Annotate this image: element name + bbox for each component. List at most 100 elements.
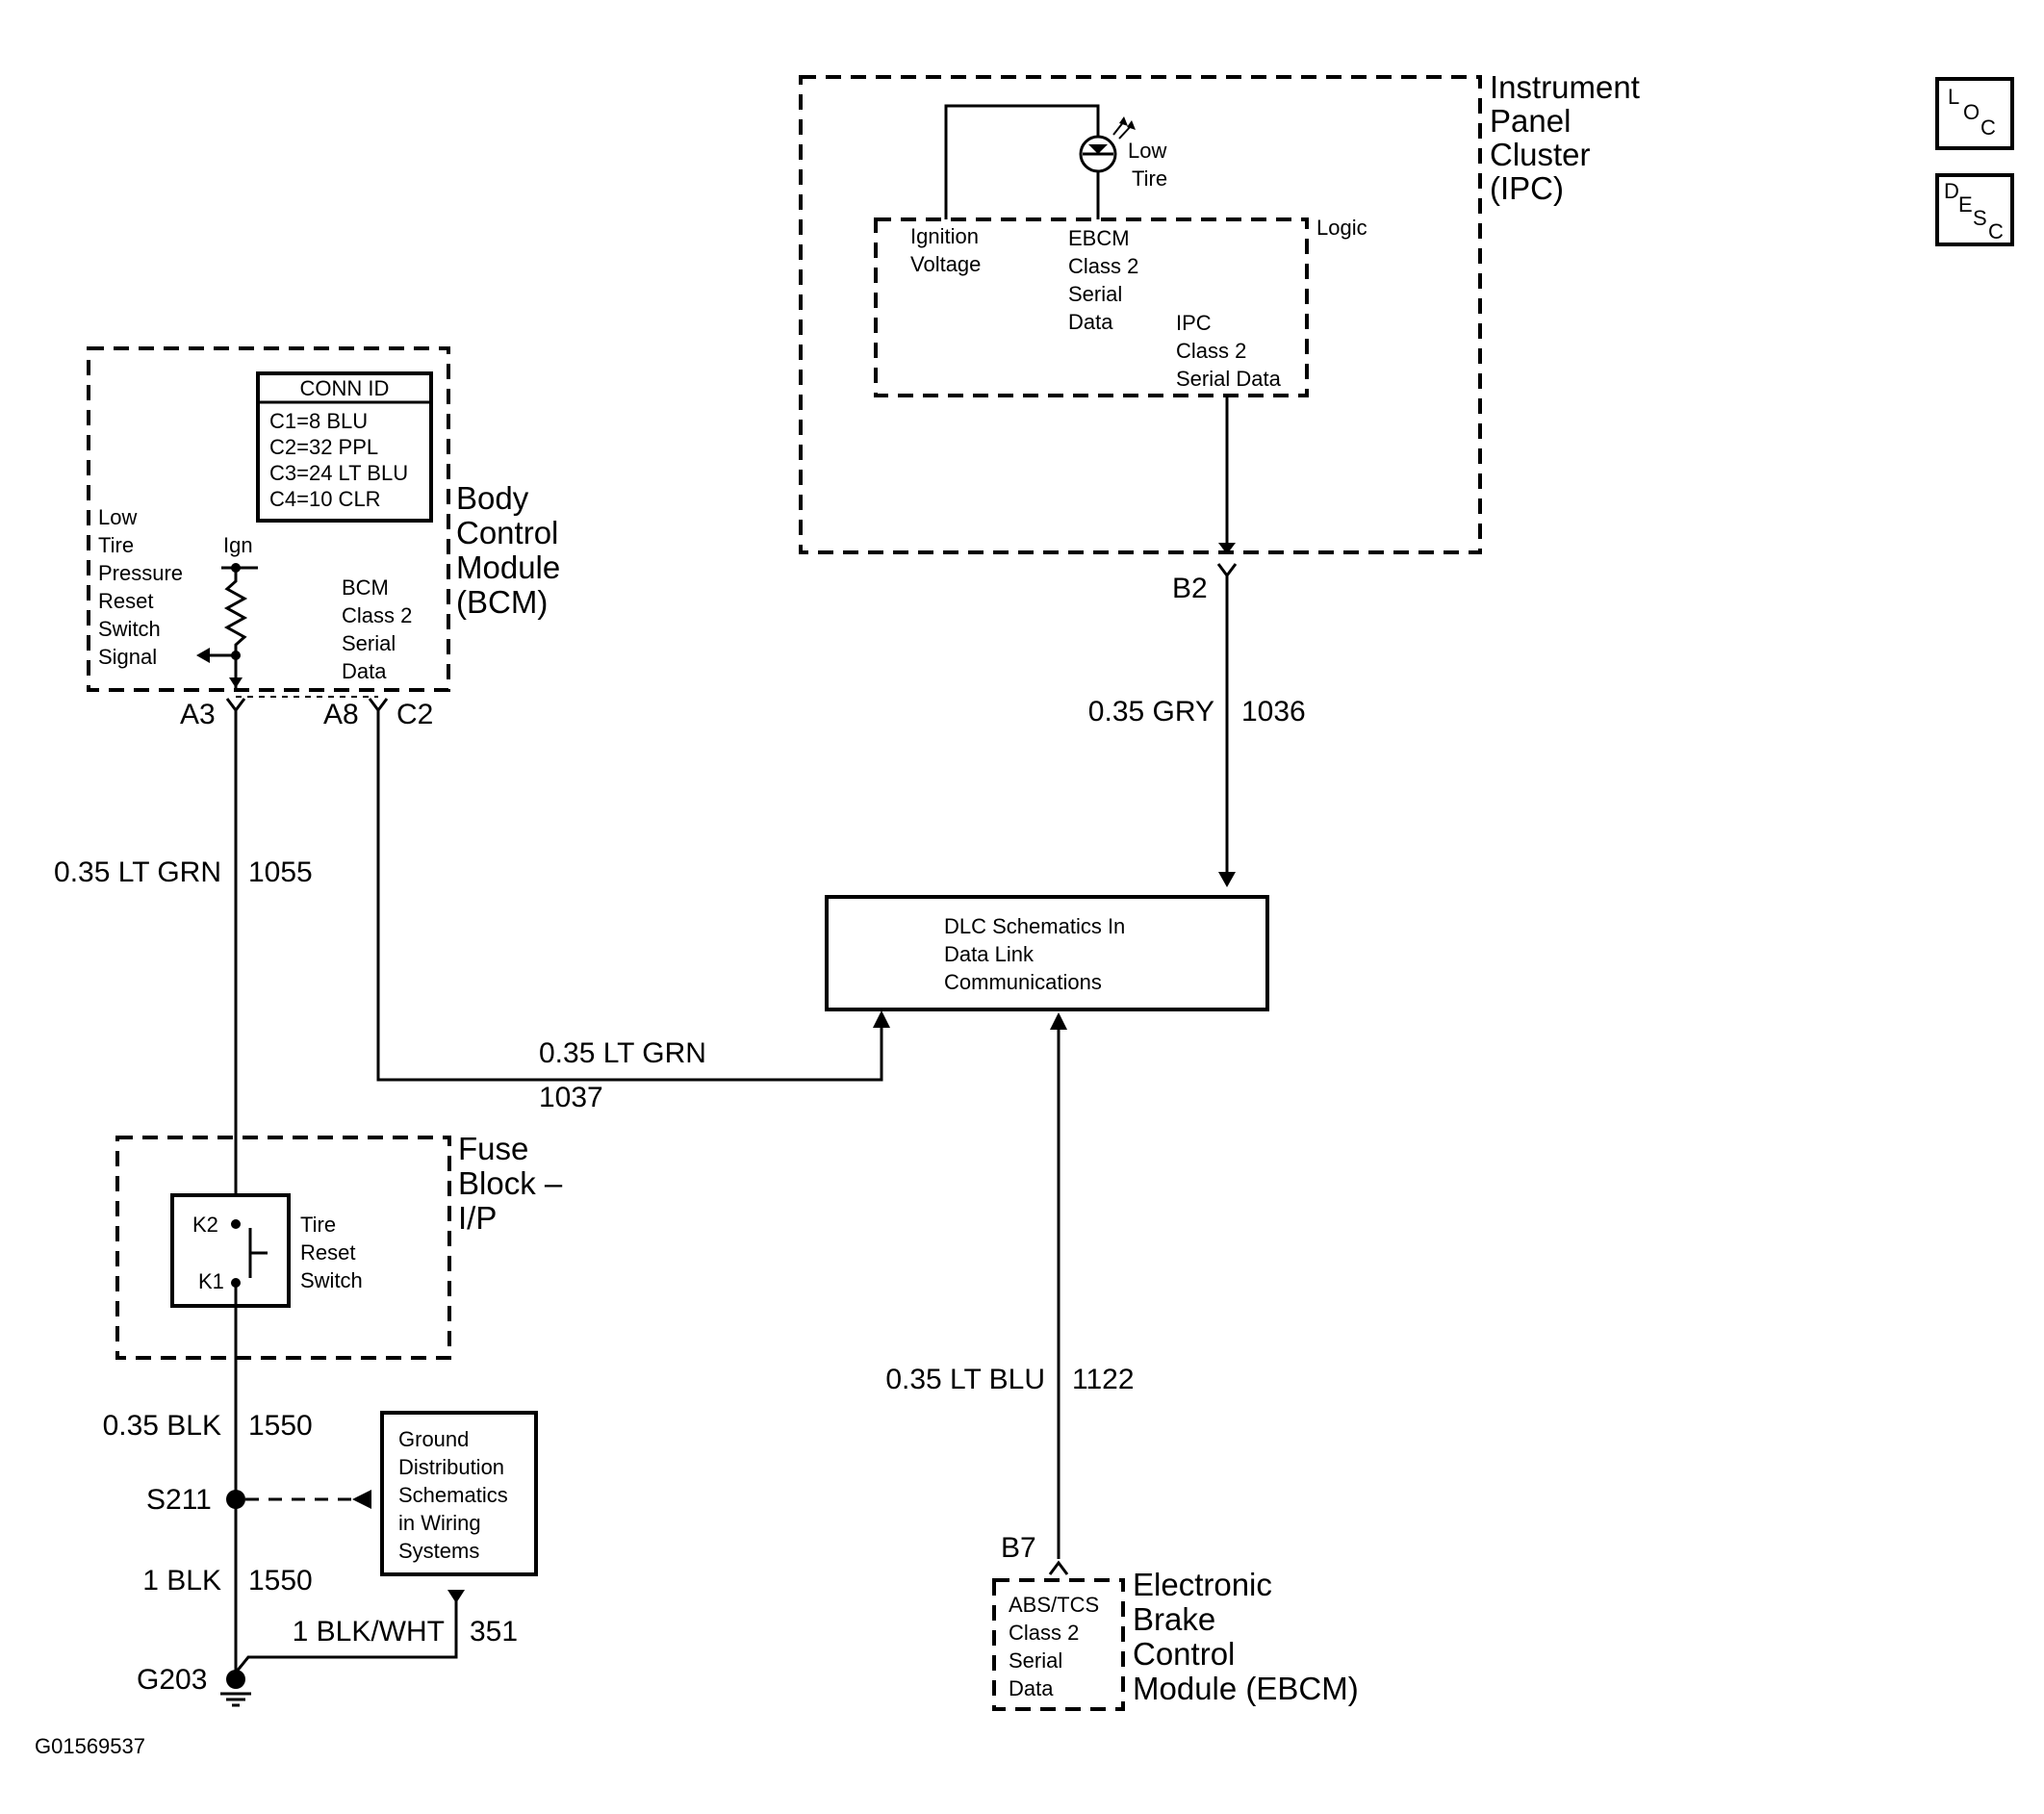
bcm-conn-c2: C2: [396, 699, 433, 730]
wire-1550a-gauge: 0.35 BLK: [103, 1410, 221, 1442]
desc-icon[interactable]: D E S C: [1935, 173, 2014, 246]
bcm-data-label-4: Data: [342, 659, 387, 683]
ipc-arrow-icon: [1218, 543, 1236, 554]
bcm-data-label-3: Serial: [342, 631, 396, 655]
ground-dist-label-3: Schematics: [398, 1483, 508, 1507]
ground-distribution-box[interactable]: [380, 1411, 538, 1576]
ipc-name-2: Panel: [1490, 103, 1571, 139]
wire-351: [234, 1599, 458, 1673]
a3-arrow-icon: [229, 677, 243, 688]
ground-dist-label-5: Systems: [398, 1539, 479, 1563]
switch-label-2: Reset: [300, 1240, 355, 1265]
splice-s211-icon: [226, 1490, 245, 1509]
bcm-switch-signal-6: Signal: [98, 645, 157, 669]
switch-pin-k2: K2: [192, 1213, 218, 1237]
bcm-switch-signal-3: Pressure: [98, 561, 183, 585]
b2-connector-icon: [1216, 563, 1238, 578]
ignition-feed-wire: [944, 104, 1100, 219]
wire-351-circuit: 351: [470, 1616, 518, 1648]
bcm-name-4: (BCM): [456, 584, 548, 620]
ebcm-data-label-1: EBCM: [1068, 226, 1130, 250]
loc-letter-l: L: [1948, 85, 1959, 109]
desc-letter-e: E: [1958, 192, 1973, 217]
bcm-pin-a3: A3: [180, 699, 216, 730]
ebcm-data-label-2: Class 2: [1068, 254, 1138, 278]
bcm-switch-signal-5: Switch: [98, 617, 161, 641]
bcm-switch-signal-2: Tire: [98, 533, 134, 557]
conn-id-row-3: C3=24 LT BLU: [269, 461, 408, 485]
switch-pin-k1: K1: [198, 1269, 224, 1293]
bcm-name-3: Module: [456, 549, 560, 585]
ground-dist-label-2: Distribution: [398, 1455, 504, 1479]
wire-1122-circuit: 1122: [1072, 1364, 1135, 1395]
loc-icon[interactable]: L O C: [1935, 77, 2014, 150]
ebcm-data-3: Serial: [1009, 1648, 1062, 1673]
ebcm-data-label-3: Serial: [1068, 282, 1122, 306]
fuse-block-name-1: Fuse: [458, 1131, 528, 1166]
wire-1036-circuit: 1036: [1241, 696, 1306, 728]
dlc-arrow-1122-icon: [1050, 1012, 1067, 1030]
a8-connector-icon: [368, 698, 389, 713]
ipc-name-4: (IPC): [1490, 170, 1564, 206]
ipc-data-label-2: Class 2: [1176, 339, 1246, 363]
ebcm-name-4: Module (EBCM): [1133, 1671, 1359, 1706]
conn-id-row-2: C2=32 PPL: [269, 435, 378, 459]
ignition-label-1: Ignition: [910, 224, 979, 248]
bcm-name-1: Body: [456, 480, 529, 516]
bcm-switch-signal-4: Reset: [98, 589, 153, 613]
dlc-label-2: Data Link: [944, 942, 1035, 966]
ignition-label-2: Voltage: [910, 252, 981, 276]
conn-id-title: CONN ID: [300, 376, 390, 400]
figure-id: G01569537: [35, 1734, 145, 1758]
ipc-pin-b2: B2: [1172, 573, 1208, 604]
ipc-data-label-3: Serial Data: [1176, 367, 1282, 391]
desc-letter-s: S: [1973, 206, 1987, 230]
bcm-data-label-1: BCM: [342, 575, 389, 600]
lamp-label-1: Low: [1128, 139, 1166, 163]
wire-1037-circuit: 1037: [539, 1082, 603, 1113]
conn-id-row-4: C4=10 CLR: [269, 487, 381, 511]
wire-1036-gauge: 0.35 GRY: [1088, 696, 1214, 728]
ground-label: G203: [137, 1664, 207, 1696]
bcm-boundary: [87, 346, 450, 692]
ebcm-data-1: ABS/TCS: [1009, 1593, 1099, 1617]
wire-1550b-gauge: 1 BLK: [142, 1565, 221, 1597]
dlc-label-3: Communications: [944, 970, 1102, 994]
dlc-label-1: DLC Schematics In: [944, 914, 1125, 938]
ipc-name-3: Cluster: [1490, 137, 1591, 172]
ebcm-name-1: Electronic: [1133, 1567, 1272, 1602]
wire-1550b-circuit: 1550: [248, 1565, 313, 1597]
fuse-block-name-3: I/P: [458, 1200, 497, 1236]
ebcm-pin-b7: B7: [1001, 1532, 1036, 1564]
ipc-logic-boundary: [874, 217, 1309, 397]
desc-letter-c: C: [1988, 219, 2004, 243]
fuse-block-name-2: Block –: [458, 1165, 563, 1201]
ground-dist-label-1: Ground: [398, 1427, 469, 1451]
conn-id-table: [256, 371, 433, 523]
loc-letter-o: O: [1963, 100, 1980, 124]
ebcm-data-4: Data: [1009, 1676, 1054, 1700]
wire-351-gauge: 1 BLK/WHT: [293, 1616, 445, 1648]
loc-letter-c: C: [1980, 115, 1996, 140]
low-tire-lamp-icon: [1079, 116, 1136, 173]
tire-reset-switch-box[interactable]: [170, 1193, 291, 1308]
bcm-switch-signal-1: Low: [98, 505, 137, 529]
ground-dist-label-4: in Wiring: [398, 1511, 481, 1535]
dlc-arrow-1037-icon: [873, 1010, 890, 1028]
pullup-resistor-icon: [223, 568, 248, 688]
ipc-logic-label: Logic: [1316, 216, 1367, 240]
a3-connector-icon: [225, 698, 246, 713]
dlc-box[interactable]: [825, 895, 1269, 1011]
wire-1055-circuit: 1055: [248, 856, 313, 888]
wire-1122-gauge: 0.35 LT BLU: [885, 1364, 1045, 1395]
b7-connector-icon: [1048, 1560, 1069, 1575]
bcm-pin-a8: A8: [323, 699, 359, 730]
ipc-data-label-1: IPC: [1176, 311, 1212, 335]
splice-label: S211: [146, 1484, 212, 1516]
switch-label-1: Tire: [300, 1213, 336, 1237]
bcm-ign-label: Ign: [223, 533, 253, 557]
wire-1055-gauge: 0.35 LT GRN: [54, 856, 221, 888]
wire-1037: [376, 710, 883, 1082]
wire-351-arrow-icon: [447, 1590, 465, 1603]
